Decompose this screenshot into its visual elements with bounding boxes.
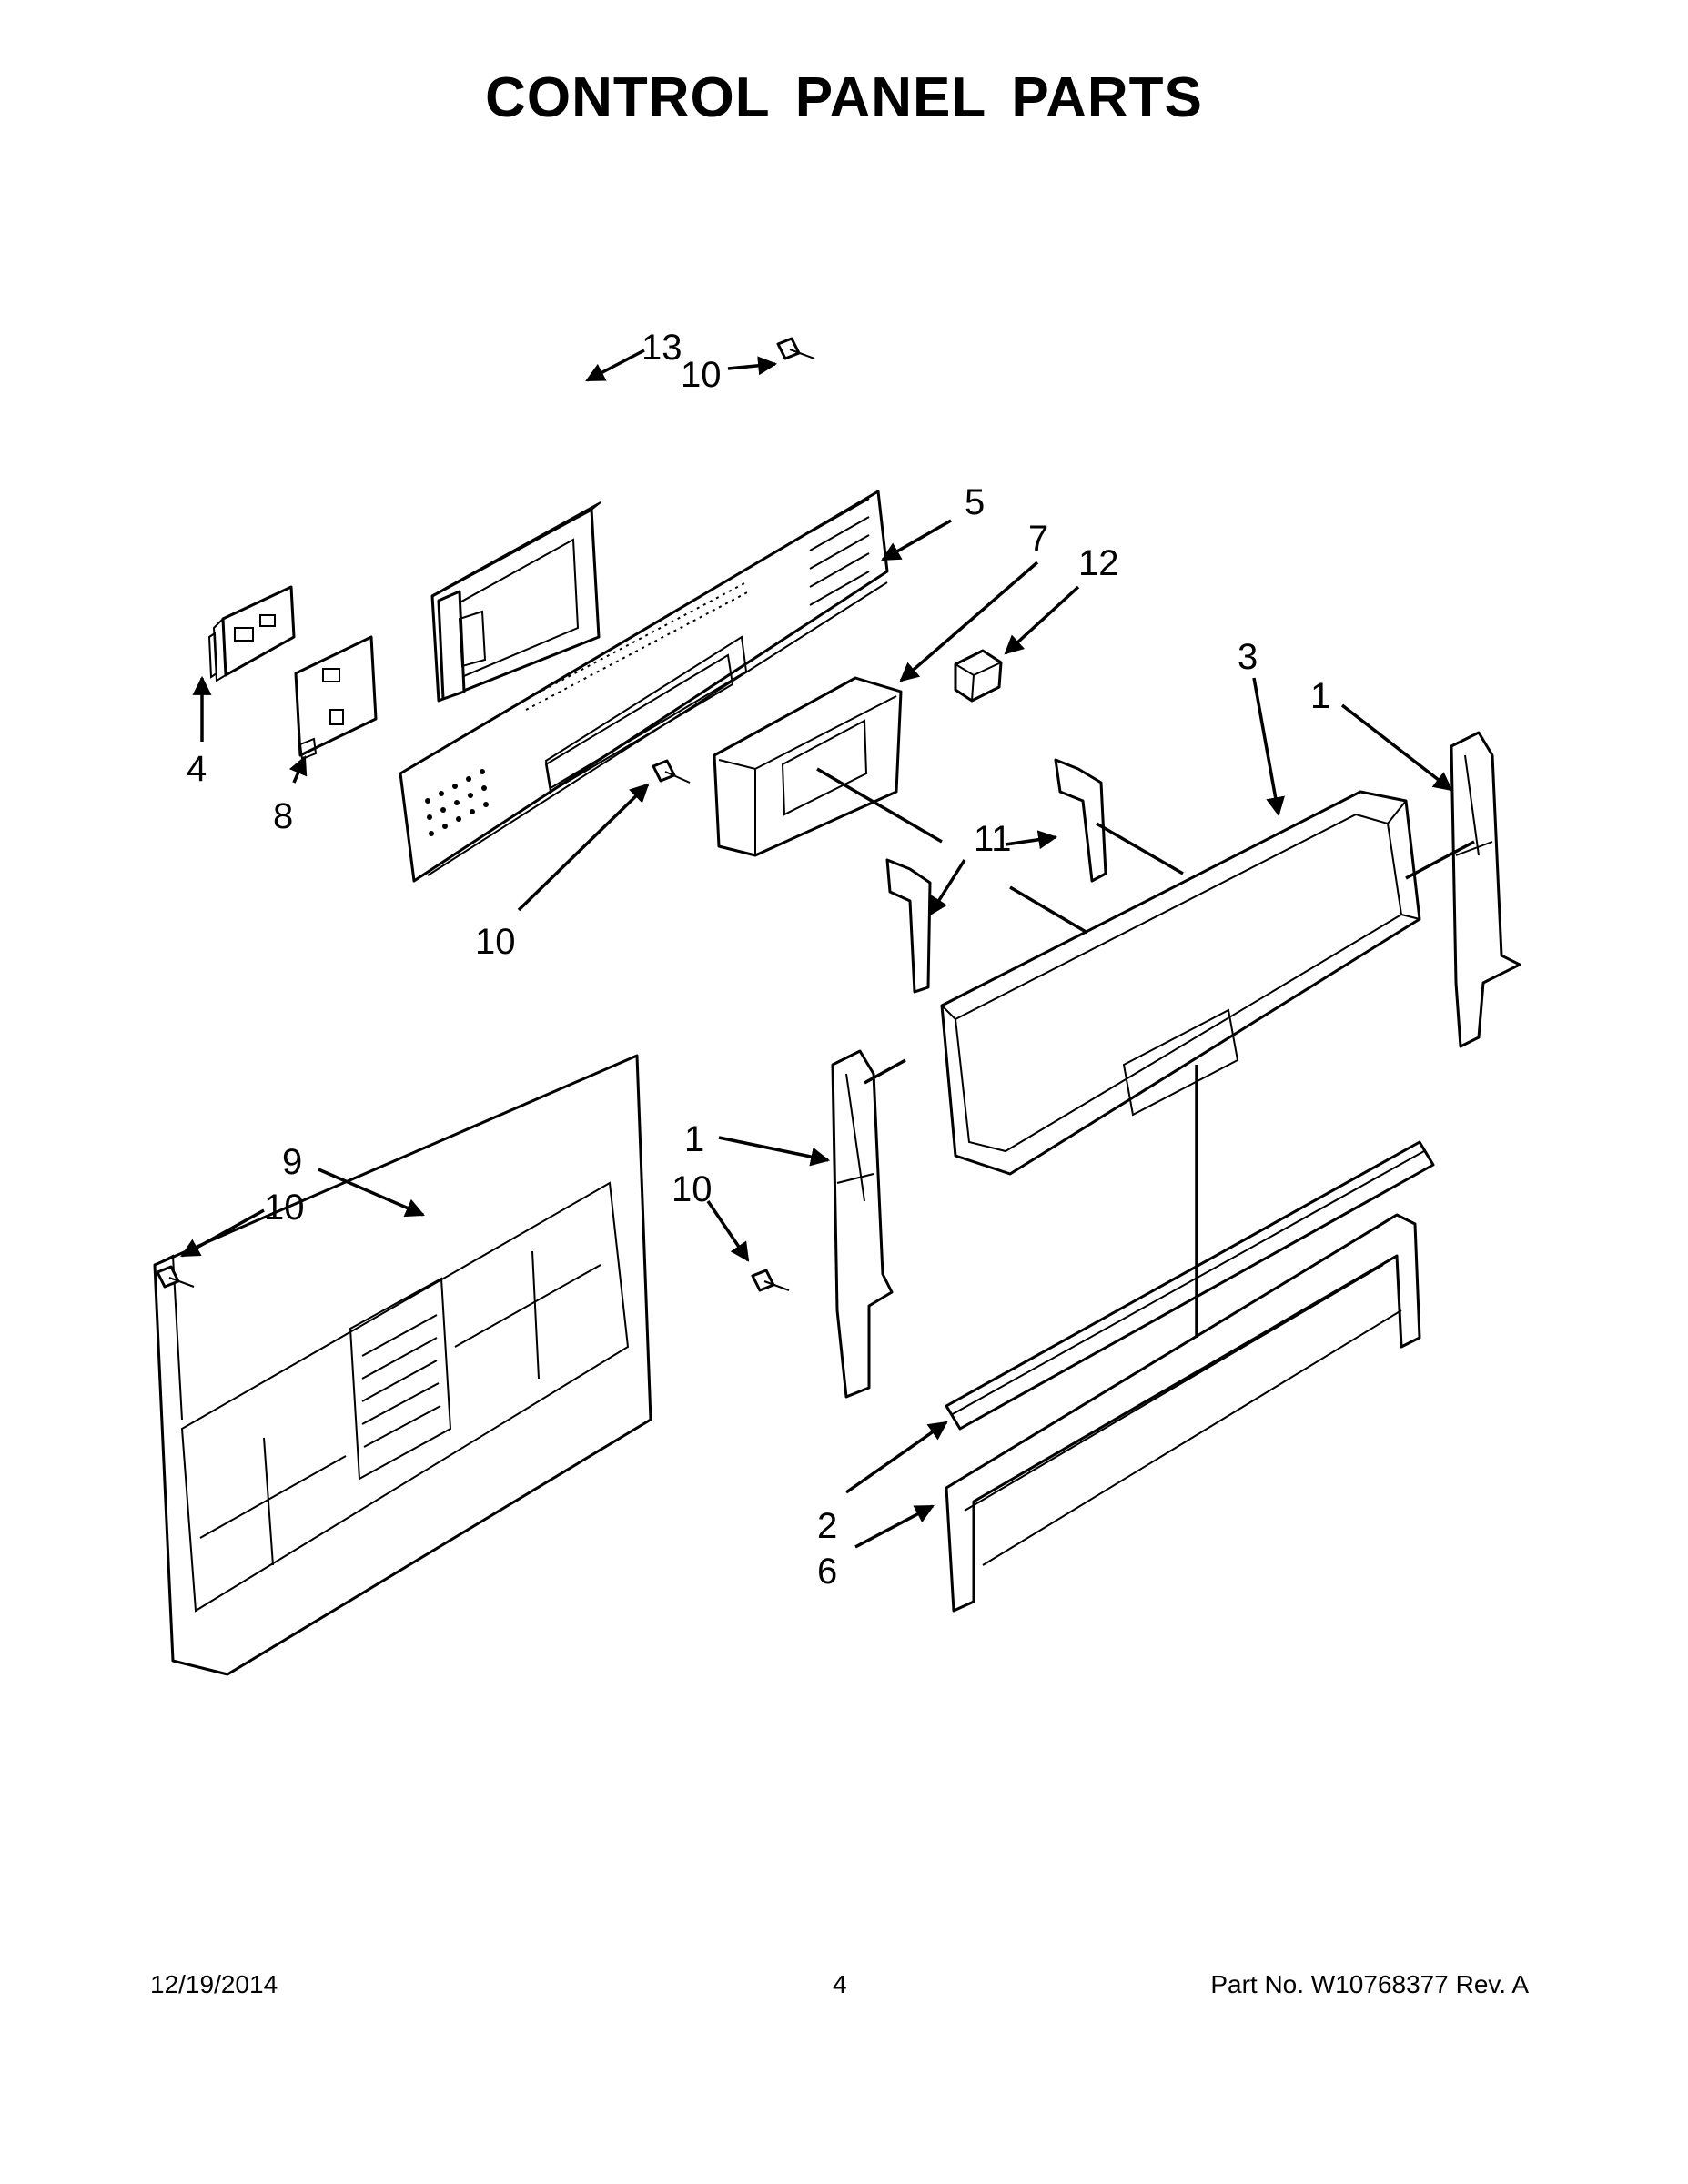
screw-part-10-left xyxy=(156,1265,195,1289)
console-panel-part-3 xyxy=(940,790,1421,1176)
screw-part-10-top xyxy=(776,337,815,360)
bracket-plate-part-8 xyxy=(294,635,378,761)
footer-page-number: 4 xyxy=(833,1970,847,1998)
display-frame-part-13 xyxy=(430,501,601,703)
callout-10-top: 10 xyxy=(681,355,722,395)
callout-13: 13 xyxy=(642,328,682,368)
callout-11: 11 xyxy=(974,819,1012,859)
end-cap-part-1-middle xyxy=(831,1049,894,1399)
callout-10-right: 10 xyxy=(672,1169,713,1209)
panel-support-part-11-a xyxy=(1054,758,1107,883)
callout-6: 6 xyxy=(817,1552,837,1592)
callout-10-mid: 10 xyxy=(475,922,516,962)
leader-arrows xyxy=(180,349,1453,1549)
rear-panel-part-9 xyxy=(153,1054,652,1676)
callout-8: 8 xyxy=(273,796,293,836)
footer-part-number: Part No. W10768377 Rev. A xyxy=(1210,1970,1529,1998)
panel-support-part-11-b xyxy=(885,858,932,994)
trim-strip-part-2 xyxy=(945,1140,1435,1431)
callout-3: 3 xyxy=(1238,637,1258,677)
control-board-part-4 xyxy=(207,585,296,682)
page-title: CONTROL PANEL PARTS xyxy=(485,66,1203,129)
vent-holes xyxy=(425,769,489,836)
callout-1-middle: 1 xyxy=(684,1119,704,1159)
assembly-lines xyxy=(816,767,1475,1338)
footer-date: 12/19/2014 xyxy=(150,1970,278,1998)
end-cap-part-1-right xyxy=(1450,731,1521,1048)
callout-4: 4 xyxy=(187,749,207,789)
connector-part-12 xyxy=(954,649,1003,703)
user-interface-module-part-7 xyxy=(713,676,903,857)
callout-7: 7 xyxy=(1028,519,1048,559)
callout-5: 5 xyxy=(965,482,985,522)
callout-1-right: 1 xyxy=(1310,676,1330,716)
callout-12: 12 xyxy=(1078,543,1119,583)
callout-10-left: 10 xyxy=(264,1188,305,1228)
screw-part-10-right xyxy=(751,1269,790,1292)
vent-slots xyxy=(809,498,870,606)
lower-bracket-part-6 xyxy=(945,1213,1421,1613)
control-panel-back-plate-part-5 xyxy=(399,490,889,883)
callout-9: 9 xyxy=(282,1142,302,1182)
screw-part-10-mid xyxy=(652,759,691,784)
callout-2: 2 xyxy=(817,1506,837,1546)
